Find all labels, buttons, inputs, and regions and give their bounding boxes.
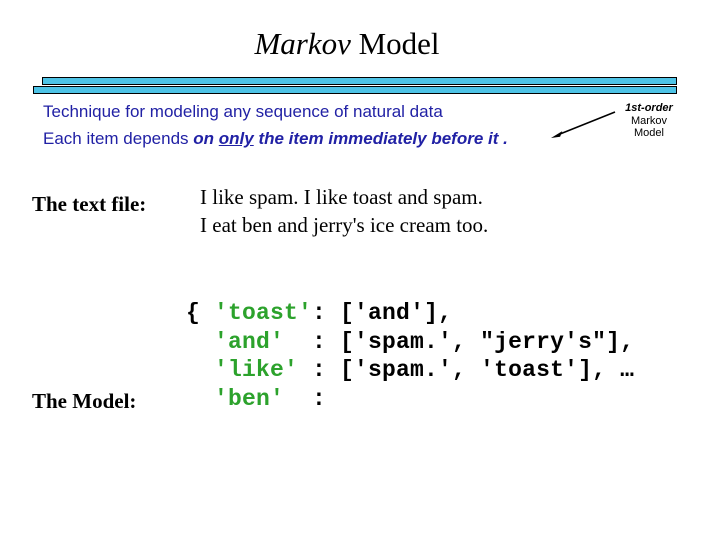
- title-word-regular: Model: [358, 26, 440, 61]
- page-title: Markov Model: [0, 26, 694, 62]
- annotation-arrow-icon: [551, 111, 616, 138]
- code-line: 'ben' :: [186, 385, 634, 414]
- code-punct: [186, 357, 214, 383]
- code-value: : ['and'],: [312, 300, 453, 326]
- code-punct: {: [186, 300, 215, 326]
- code-key: 'like': [214, 357, 299, 383]
- code-key: 'ben': [214, 385, 285, 412]
- code-value: :: [284, 385, 327, 412]
- text-file-content: I like spam. I like toast and spam. I ea…: [200, 184, 488, 239]
- intro-line2-bold-post: the item immediately before it: [253, 129, 499, 148]
- code-line: { 'toast': ['and'],: [186, 299, 634, 328]
- annotation-line-1: 1st-order: [625, 102, 673, 114]
- annotation-1st-order: 1st-order Markov Model: [601, 102, 697, 140]
- intro-line2-bold-pre: on: [193, 129, 219, 148]
- intro-text: Technique for modeling any sequence of n…: [43, 98, 508, 152]
- code-punct: [186, 386, 214, 412]
- title-divider-bar-bottom: [33, 86, 677, 94]
- code-key: 'toast': [214, 300, 313, 326]
- text-file-label: The text file:: [32, 192, 147, 216]
- title-divider-bar-top: [42, 77, 677, 85]
- code-key: 'and': [214, 328, 285, 355]
- text-file-line-1: I like spam. I like toast and spam.: [200, 185, 483, 209]
- title-word-italic: Markov: [254, 26, 351, 61]
- intro-line-2: Each item depends on only the item immed…: [43, 125, 508, 152]
- model-label: The Model:: [32, 389, 137, 413]
- code-line: 'and' : ['spam.', "jerry's"],: [186, 328, 634, 357]
- intro-line-1: Technique for modeling any sequence of n…: [43, 102, 443, 121]
- code-value: : ['spam.', "jerry's"],: [284, 328, 635, 355]
- code-line: 'like' : ['spam.', 'toast'], …: [186, 356, 634, 385]
- intro-line2-prefix: Each item depends: [43, 129, 194, 148]
- intro-line2-suffix: .: [498, 129, 508, 148]
- text-file-line-2: I eat ben and jerry's ice cream too.: [200, 212, 489, 237]
- annotation-line-2: Markov: [630, 114, 668, 127]
- code-value: : ['spam.', 'toast'], …: [298, 357, 635, 383]
- annotation-line-3: Model: [634, 127, 664, 139]
- code-punct: [186, 329, 214, 355]
- intro-line2-underlined: only: [218, 129, 254, 148]
- intro-line2-bold: on only the item immediately before it .: [193, 129, 508, 148]
- model-code-block: { 'toast': ['and'], 'and' : ['spam.', "j…: [186, 299, 634, 413]
